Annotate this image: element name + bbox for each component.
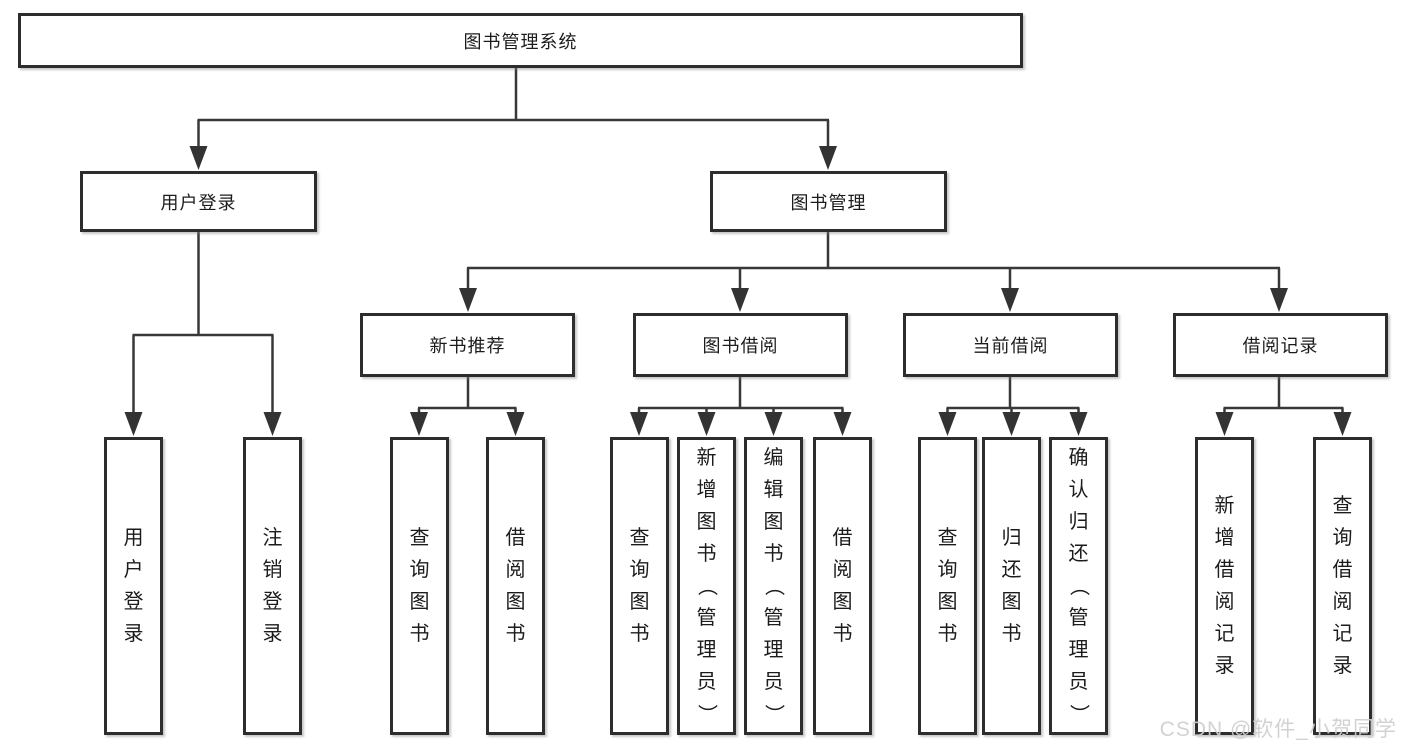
leaf-query-books-borrow: 查询图书 [610, 437, 669, 735]
leaf-add-books-admin: 新增图书（管理员） [677, 437, 736, 735]
leaf-logout: 注销登录 [243, 437, 302, 735]
node-label: 图书借阅 [702, 336, 779, 356]
leaf-label: 查询借阅记录 [1332, 495, 1353, 677]
leaf-borrow-books-recommend: 借阅图书 [486, 437, 545, 735]
leaf-query-borrow-record: 查询借阅记录 [1313, 437, 1372, 735]
node-current-borrow: 当前借阅 [903, 313, 1118, 377]
leaf-edit-books-admin: 编辑图书（管理员） [744, 437, 803, 735]
leaf-label: 查询图书 [629, 527, 650, 645]
node-label: 当前借阅 [972, 336, 1049, 356]
leaf-label: 借阅图书 [832, 527, 853, 645]
node-book-borrow: 图书借阅 [633, 313, 848, 377]
leaf-label: 确认归还（管理员） [1067, 447, 1090, 724]
leaf-label: 新增借阅记录 [1214, 495, 1235, 677]
leaf-label: 查询图书 [409, 527, 430, 645]
node-label: 新书推荐 [429, 336, 506, 356]
leaf-label: 编辑图书（管理员） [762, 447, 785, 724]
leaf-add-borrow-record: 新增借阅记录 [1195, 437, 1254, 735]
leaf-label: 注销登录 [262, 527, 283, 645]
leaf-return-books: 归还图书 [982, 437, 1041, 735]
arrowheads [124, 146, 1352, 436]
node-borrow-record: 借阅记录 [1173, 313, 1388, 377]
node-label: 用户登录 [160, 192, 237, 213]
node-label: 借阅记录 [1242, 336, 1319, 356]
root-node-system: 图书管理系统 [18, 13, 1023, 68]
node-label: 图书管理 [790, 192, 867, 213]
leaf-query-books-recommend: 查询图书 [390, 437, 449, 735]
leaf-label: 用户登录 [123, 527, 144, 645]
leaf-user-login: 用户登录 [104, 437, 163, 735]
leaf-query-books-current: 查询图书 [918, 437, 977, 735]
csdn-watermark: CSDN @软件_小贺同学 [1159, 718, 1397, 741]
node-user-login: 用户登录 [80, 171, 317, 232]
leaf-confirm-return-admin: 确认归还（管理员） [1049, 437, 1108, 735]
node-new-book-recommend: 新书推荐 [360, 313, 575, 377]
leaf-label: 借阅图书 [505, 527, 526, 645]
leaf-label: 归还图书 [1001, 527, 1022, 645]
leaf-borrow-books: 借阅图书 [813, 437, 872, 735]
leaf-label: 新增图书（管理员） [695, 447, 718, 724]
root-node-label: 图书管理系统 [463, 31, 578, 52]
leaf-label: 查询图书 [937, 527, 958, 645]
node-book-management: 图书管理 [710, 171, 947, 232]
